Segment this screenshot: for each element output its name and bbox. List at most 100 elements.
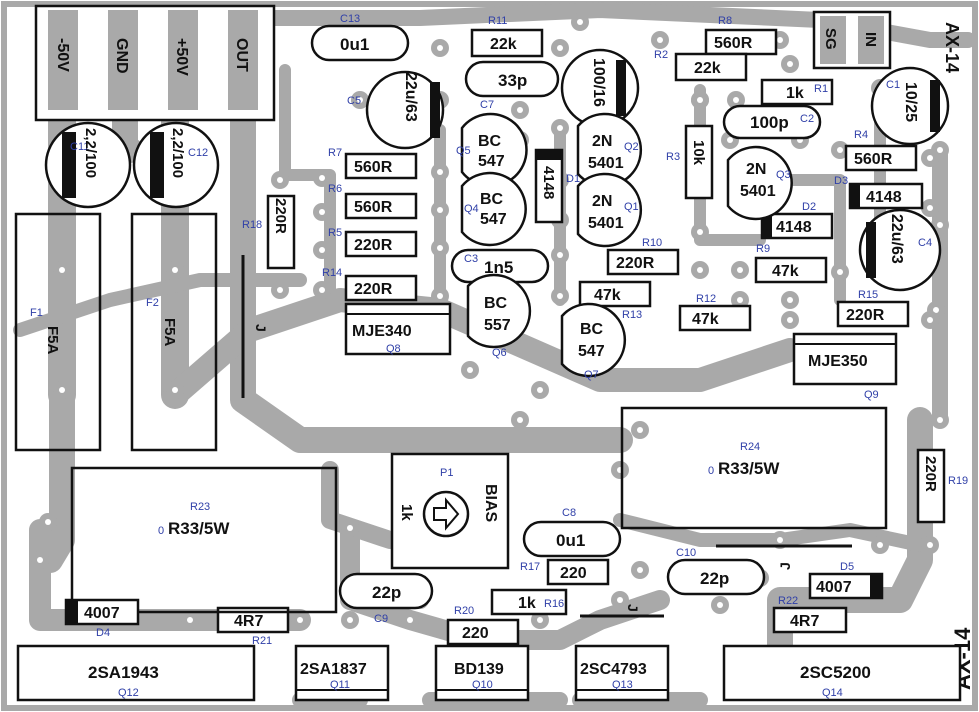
resistor-r14-ref: R14 bbox=[322, 267, 342, 279]
resistor-r24-ref: R24 bbox=[740, 441, 760, 453]
transistor-q1-ref: Q1 bbox=[624, 201, 639, 213]
capacitor-c7: 33p C7 bbox=[464, 60, 560, 111]
transistor-q2: 2N 5401 Q2 bbox=[576, 112, 642, 188]
capacitor-c5-value: 22u/63 bbox=[402, 72, 419, 122]
pad-hole bbox=[737, 267, 743, 273]
resistor-r11-body bbox=[470, 28, 544, 58]
transistor-q12-body bbox=[16, 644, 256, 702]
transistor-q11-ref: Q11 bbox=[330, 679, 350, 691]
resistor-r8-body bbox=[704, 28, 778, 56]
pad-hole bbox=[557, 45, 563, 51]
capacitor-c9-ref: C9 bbox=[374, 613, 388, 625]
fuse-f1-value: F5A bbox=[44, 326, 61, 355]
resistor-r2-body bbox=[674, 52, 748, 82]
pad-hole bbox=[937, 222, 943, 228]
resistor-r3-body bbox=[684, 124, 714, 200]
transistor-q1: 2N 5401 Q1 bbox=[576, 172, 642, 248]
jumper-mark-2: J bbox=[777, 562, 793, 570]
fuse-f1-body bbox=[14, 212, 102, 452]
resistor-r22-value: 4R7 bbox=[790, 613, 819, 630]
resistor-r7-value: 560R bbox=[354, 159, 393, 176]
fuse-f2: F2 F5A bbox=[130, 212, 218, 452]
pad-hole bbox=[347, 525, 353, 531]
resistor-r6-value: 560R bbox=[354, 199, 393, 216]
transistor-q11: 2SA1837 Q11 bbox=[294, 644, 390, 702]
diode-d5-value: 4007 bbox=[816, 579, 852, 596]
transistor-q9: MJE350 Q9 bbox=[792, 332, 898, 401]
pad-hole bbox=[172, 267, 178, 273]
capacitor-c10-ref: C10 bbox=[676, 547, 696, 559]
transistor-q8-ref: Q8 bbox=[386, 343, 401, 355]
pad-hole bbox=[777, 537, 783, 543]
pad-hole bbox=[407, 617, 413, 623]
resistor-r17-value: 220 bbox=[560, 565, 587, 582]
pad-hole bbox=[297, 617, 303, 623]
resistor-r18: R18 220R bbox=[242, 194, 296, 270]
resistor-r16-ref: R16 bbox=[544, 598, 564, 610]
pad-hole bbox=[927, 317, 933, 323]
diode-d1-ref: D1 bbox=[566, 173, 580, 185]
pad-hole bbox=[617, 597, 623, 603]
diode-d2-ref: D2 bbox=[802, 201, 816, 213]
resistor-r20-body bbox=[446, 618, 520, 646]
diode-d4-ref: D4 bbox=[96, 627, 110, 639]
resistor-r22-body bbox=[772, 606, 848, 634]
capacitor-c5-body bbox=[365, 70, 445, 150]
resistor-r15-value: 220R bbox=[846, 307, 885, 324]
capacitor-c6: C6 100/16 bbox=[560, 48, 640, 128]
capacitor-c7-value: 33p bbox=[498, 71, 527, 90]
capacitor-c8-body bbox=[522, 520, 622, 558]
pad-hole bbox=[657, 37, 663, 43]
capacitor-c8-ref: C8 bbox=[562, 507, 576, 519]
pad-hole bbox=[437, 207, 443, 213]
resistor-r13-value: 47k bbox=[594, 287, 621, 304]
terminal-pin-2 bbox=[108, 10, 138, 110]
transistor-q5-line2: 547 bbox=[478, 153, 505, 170]
capacitor-c12-stripe bbox=[150, 132, 164, 198]
capacitor-c9: 22p C9 bbox=[338, 572, 434, 625]
pad-hole bbox=[437, 245, 443, 251]
capacitor-c9-value: 22p bbox=[372, 583, 401, 602]
diode-d5-ref: D5 bbox=[840, 561, 854, 573]
capacitor-c2-body bbox=[722, 104, 822, 140]
trace-out-rail bbox=[230, 47, 633, 453]
capacitor-c7-ref: C7 bbox=[480, 99, 494, 111]
resistor-r24-body bbox=[620, 406, 888, 530]
resistor-r19-ref: R19 bbox=[948, 475, 968, 487]
transistor-q1-line2: 5401 bbox=[588, 215, 624, 232]
transistor-q2-line2: 5401 bbox=[588, 155, 624, 172]
transistor-q1-line1: 2N bbox=[592, 193, 612, 210]
resistor-r2-value: 22k bbox=[694, 60, 721, 77]
pad-hole bbox=[877, 542, 883, 548]
pad-hole bbox=[777, 37, 783, 43]
pad-hole bbox=[59, 387, 65, 393]
board-title-top: AX-14 bbox=[942, 22, 962, 73]
resistor-r18-value: 220R bbox=[272, 198, 289, 234]
resistor-r23-body bbox=[70, 466, 338, 614]
diode-d5: D5 4007 bbox=[808, 561, 884, 600]
terminal-pin-4 bbox=[228, 10, 258, 110]
trace-upper-mid bbox=[279, 64, 336, 296]
pad-hole bbox=[557, 293, 563, 299]
terminal-label-pos50v: +50V bbox=[173, 38, 190, 76]
capacitor-c8-value: 0u1 bbox=[556, 531, 585, 550]
capacitor-c7-body bbox=[464, 60, 560, 98]
resistor-r7-ref: R7 bbox=[328, 147, 342, 159]
diode-d3: D3 4148 bbox=[834, 175, 924, 210]
pad-hole bbox=[45, 519, 51, 525]
capacitor-c11: C11 2,2/100 bbox=[44, 121, 132, 209]
transistor-q13-ref: Q13 bbox=[612, 679, 633, 691]
transistor-q7-ref: Q7 bbox=[584, 369, 599, 381]
pad-hole bbox=[319, 209, 325, 215]
transistor-q10-ref: Q10 bbox=[472, 679, 493, 691]
trace-center-band bbox=[321, 461, 399, 549]
resistor-r24-value: R33/5W bbox=[718, 459, 780, 478]
diode-d1-band bbox=[536, 150, 562, 160]
resistor-r12-ref: R12 bbox=[696, 293, 716, 305]
input-connector: SG IN bbox=[812, 10, 892, 70]
capacitor-c2: 100p C2 bbox=[722, 104, 822, 140]
capacitor-c10: C10 22p bbox=[666, 547, 766, 596]
resistor-r6-body bbox=[344, 192, 418, 220]
diode-d4-value: 4007 bbox=[84, 605, 120, 622]
